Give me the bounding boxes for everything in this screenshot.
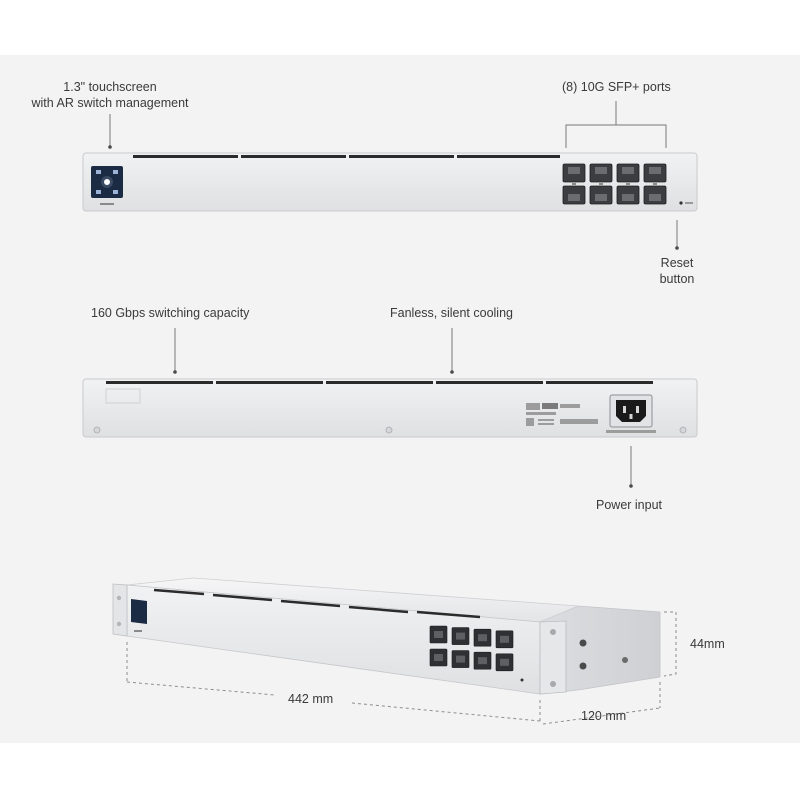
regulatory-label: [526, 403, 656, 433]
perspective-sfp-port: [495, 653, 514, 672]
switching-capacity-callout: 160 Gbps switching capacity: [91, 306, 250, 320]
width-dimension-label: 442 mm: [288, 692, 334, 706]
side-screw: [622, 657, 628, 663]
perspective-sfp-port: [429, 648, 448, 667]
dimension-lines: [126, 611, 677, 725]
power-input-callout: Power input: [596, 498, 663, 512]
reset-marking: [685, 202, 693, 204]
sfp-port: [643, 185, 667, 205]
perspective-sfp-port: [473, 651, 492, 670]
rear-screws: [93, 426, 687, 434]
rear-label-plate: [105, 388, 141, 404]
port-number-mark: [626, 183, 630, 185]
rack-ear-right: [539, 620, 567, 695]
sfp-bracket: [565, 124, 667, 148]
leader-dots: [108, 145, 679, 488]
ear-hole: [550, 681, 556, 687]
height-bracket: [663, 611, 677, 677]
front-view: [82, 152, 698, 212]
perspective-sfp-port: [451, 650, 470, 668]
rear-chassis: [82, 378, 698, 438]
front-chassis: [82, 152, 698, 212]
depth-dimension-label: 120 mm: [581, 709, 627, 723]
ear-hole: [116, 595, 122, 601]
perspective-sfp-port: [473, 628, 492, 647]
perspective-vents: [153, 588, 481, 619]
touchscreen-callout-line2: with AR switch management: [31, 96, 189, 110]
sfp-port: [589, 185, 613, 205]
rack-ear-left: [112, 583, 128, 637]
cooling-callout: Fanless, silent cooling: [390, 306, 513, 320]
sfp-ports-callout: (8) 10G SFP+ ports: [562, 80, 671, 94]
touchscreen-display: [91, 166, 123, 205]
perspective-touchscreen: [131, 599, 147, 624]
width-line-left: [126, 681, 276, 696]
ear-hole: [550, 629, 556, 635]
side-screw: [579, 662, 587, 670]
sfp-port-cage: [562, 163, 667, 205]
port-number-mark: [572, 183, 576, 185]
leader-lines: [109, 101, 678, 486]
perspective-sfp-port: [495, 630, 514, 649]
front-vents: [133, 155, 560, 158]
reset-button-callout: Reset button: [642, 255, 712, 287]
perspective-sfp-port: [429, 625, 448, 644]
rear-vents: [106, 381, 653, 384]
reset-callout-line1: Reset: [660, 256, 694, 270]
width-line-right: [351, 702, 541, 722]
sfp-port: [589, 163, 613, 183]
touchscreen-callout: 1.3" touchscreen with AR switch manageme…: [20, 79, 200, 111]
sfp-port: [616, 163, 640, 183]
perspective-screen-label: [134, 630, 142, 632]
height-dimension-label: 44mm: [690, 637, 725, 651]
sfp-port: [562, 185, 586, 205]
perspective-reset: [520, 678, 524, 682]
port-number-mark: [599, 183, 603, 185]
sfp-port: [562, 163, 586, 183]
sfp-port: [616, 185, 640, 205]
perspective-sfp-port: [451, 627, 470, 645]
rear-view: [82, 378, 698, 438]
sfp-port: [643, 163, 667, 183]
reset-pinhole: [679, 201, 683, 205]
perspective-sfp-ports: [429, 625, 514, 672]
ear-hole: [116, 621, 122, 627]
depth-line: [542, 707, 661, 725]
power-inlet: [609, 394, 653, 428]
touchscreen-callout-line1: 1.3" touchscreen: [63, 80, 157, 94]
perspective-view: [112, 577, 661, 695]
side-screw: [579, 639, 587, 647]
port-number-mark: [653, 183, 657, 185]
reset-callout-line2: button: [659, 272, 695, 286]
